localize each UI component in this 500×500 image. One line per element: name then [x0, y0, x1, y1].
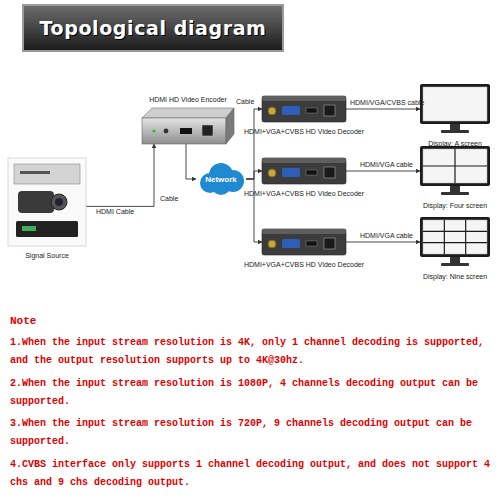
source-shape: [8, 158, 86, 246]
monitor-neck: [450, 257, 460, 263]
hdmi-port: [306, 241, 317, 246]
note-text: 2.When the input stream resolution is 10…: [10, 375, 496, 411]
camcorder-glass: [55, 198, 63, 206]
screen-split-v: [465, 220, 466, 254]
decoder-node: HDMI+VGA+CVBS HD Video Decoder: [262, 96, 346, 122]
cloud-node: Network: [196, 163, 246, 195]
monitor-base: [441, 130, 469, 133]
bnc-port: [268, 240, 276, 248]
decoder-body: [262, 96, 346, 122]
monitor-screen: [423, 149, 487, 183]
note-text: 3.When the input stream resolution is 72…: [10, 415, 496, 451]
monitor-screen: [423, 87, 487, 121]
cable-label: HDMI/VGA cable: [360, 160, 413, 169]
screen-split-h: [423, 165, 487, 166]
screen-split-h: [423, 242, 487, 243]
lan-port: [324, 238, 335, 249]
hdmi-port: [306, 108, 317, 113]
cable-label: HDMI/VGA cable: [360, 231, 413, 240]
cable-connector: [346, 242, 420, 243]
decoder-top: [262, 96, 346, 101]
dvd-slot: [20, 171, 50, 174]
decoder-node: HDMI+VGA+CVBS HD Video Decoder: [262, 158, 346, 184]
monitor-frame: [420, 84, 490, 124]
lan-port: [324, 105, 335, 116]
set-top-box: [16, 221, 78, 237]
decoder-label: HDMI+VGA+CVBS HD Video Decoder: [244, 189, 364, 198]
decoder-label: HDMI+VGA+CVBS HD Video Decoder: [244, 127, 364, 136]
bnc-port: [268, 107, 276, 115]
monitor-base: [441, 192, 469, 195]
vga-port: [282, 239, 300, 248]
monitor-neck: [450, 186, 460, 192]
decoder-shape: [262, 96, 346, 122]
cable-label: Cable: [236, 97, 254, 106]
decoder-body: [262, 158, 346, 184]
vga-port: [282, 106, 300, 115]
encoder-label: HDMI HD Video Encoder: [149, 95, 227, 104]
hdmi-port: [306, 170, 317, 175]
hdmi-port: [180, 128, 192, 134]
screen-split-h: [423, 231, 487, 232]
monitor-screen: [423, 220, 487, 254]
cable-label: Cable: [160, 194, 178, 203]
monitor-base: [441, 263, 469, 266]
lan-port: [202, 125, 213, 136]
note-text: 4.CVBS interface only supports 1 channel…: [10, 456, 496, 492]
cable-label: HDMI/VGA/CVBS cable: [350, 98, 424, 107]
cable-connector: [186, 144, 196, 179]
screen-split-v: [444, 220, 445, 254]
cable-connector: [346, 109, 420, 110]
display-node: Display: Nine screen: [420, 217, 490, 267]
title-banner: Topological diagram: [22, 4, 284, 52]
monitor-frame: [420, 217, 490, 257]
display-node: Display: Four screen: [420, 146, 490, 196]
power-led: [152, 129, 155, 132]
display-node: Display: A screen: [420, 84, 490, 134]
source-label: Signal Source: [25, 251, 69, 260]
encoder-shape: [142, 108, 234, 144]
decoder-top: [262, 158, 346, 163]
note-heading: Note: [10, 312, 496, 330]
source-frame: [8, 158, 86, 246]
decoder-node: HDMI+VGA+CVBS HD Video Decoder: [262, 229, 346, 255]
cable-connector: [346, 171, 420, 172]
decoder-body: [262, 229, 346, 255]
camcorder-body: [18, 191, 54, 213]
diagram-title: Topological diagram: [40, 17, 267, 39]
encoder-node: HDMI HD Video Encoder: [142, 108, 234, 144]
bnc-port: [268, 169, 276, 177]
decoder-top: [262, 229, 346, 234]
note-text: 1.When the input stream resolution is 4K…: [10, 334, 496, 370]
encoder-side: [226, 108, 234, 144]
cable-connector: [246, 179, 262, 242]
display-label: Display: Four screen: [423, 201, 487, 210]
cable-connector: [86, 144, 154, 206]
monitor-neck: [450, 124, 460, 130]
encoder-top: [142, 108, 234, 118]
decoder-label: HDMI+VGA+CVBS HD Video Decoder: [244, 260, 364, 269]
camcorder-lens: [51, 194, 67, 210]
display-shape: [420, 146, 490, 196]
dvd-player: [14, 164, 80, 184]
cloud-label: Network: [205, 175, 237, 184]
encoder-front: [142, 118, 226, 144]
decoder-shape: [262, 158, 346, 184]
cable-connector: [246, 109, 262, 179]
cable-connector: [246, 171, 262, 179]
display-label: Display: Nine screen: [423, 272, 487, 281]
set-top-display: [22, 226, 36, 231]
display-shape: [420, 84, 490, 134]
lan-port: [324, 167, 335, 178]
decoder-shape: [262, 229, 346, 255]
vga-port: [282, 168, 300, 177]
power-jack: [164, 129, 169, 134]
cable-label: HDMI Cable: [96, 207, 134, 216]
monitor-frame: [420, 146, 490, 186]
display-shape: [420, 217, 490, 267]
source-node: Signal Source: [8, 158, 86, 246]
